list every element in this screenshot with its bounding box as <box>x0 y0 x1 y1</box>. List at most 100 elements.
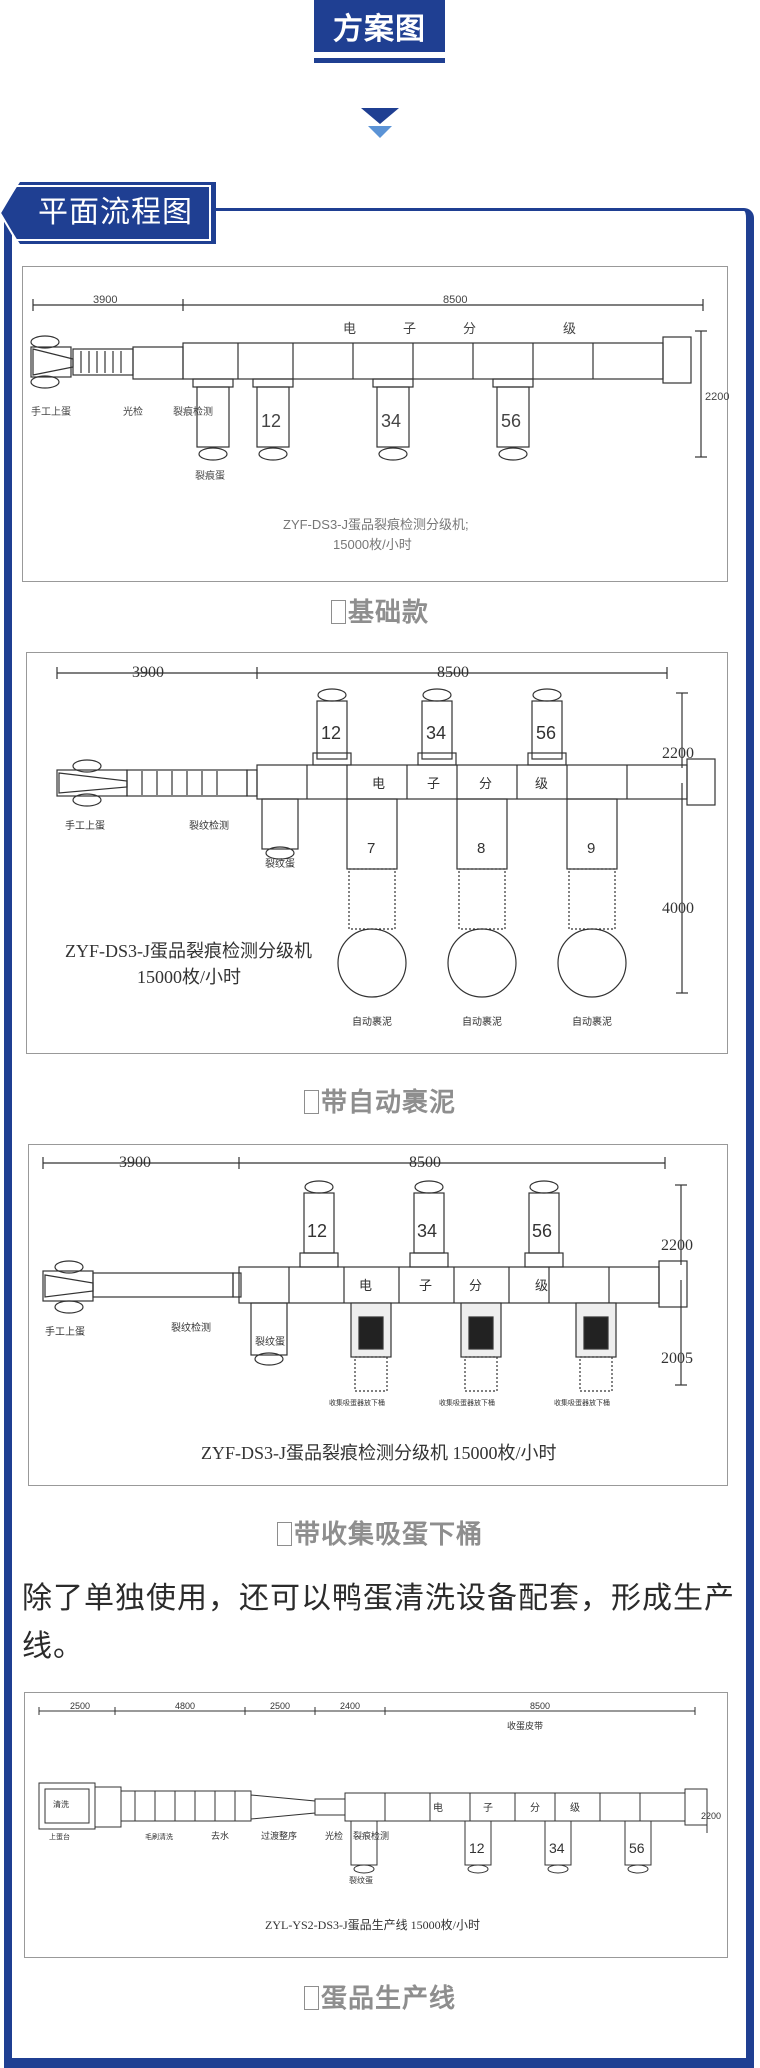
zone-char: 分 <box>469 1278 482 1293</box>
station-label: 毛刷清洗 <box>145 1832 173 1841</box>
model-text: ZYF-DS3-J蛋品裂痕检测分级机 <box>65 941 312 961</box>
dim-left: 3900 <box>132 664 164 681</box>
dim-left: 3900 <box>93 294 117 306</box>
capacity-text: 15000枚/小时 <box>333 537 412 552</box>
bin-label: 34 <box>417 1221 437 1241</box>
description-paragraph: 除了单独使用，还可以鸭蛋清洗设备配套，形成生产线。 <box>22 1582 735 1663</box>
station-label: 光检 <box>123 405 143 418</box>
tray-label: 自动裹泥 <box>352 1015 392 1028</box>
bin-label: 34 <box>381 411 401 431</box>
zone-char: 分 <box>479 776 492 791</box>
tab-shape <box>0 182 216 244</box>
dim-top: 2200 <box>661 1237 693 1254</box>
station-label: 去水 <box>211 1830 229 1841</box>
diagram-production-line: 2500 4800 2500 2400 8500 2200 收蛋皮带 电 子 分… <box>24 1692 728 1958</box>
bin-label: 56 <box>532 1221 552 1241</box>
dim-segment: 2500 <box>70 1701 90 1711</box>
zone-char: 分 <box>530 1802 540 1814</box>
station-label: 手工上蛋 <box>45 1325 85 1338</box>
section-tab-label: 平面流程图 <box>38 196 193 229</box>
dim-top: 2200 <box>662 745 694 762</box>
lower-bin-label: 9 <box>587 840 595 857</box>
station-label: 上蛋台 <box>49 1832 70 1841</box>
tray-label: 自动裹泥 <box>462 1015 502 1028</box>
station-label: 裂痕检测 <box>353 1830 389 1841</box>
section-tab: 平面流程图 <box>0 182 216 244</box>
station-label: 裂纹检测 <box>171 1321 211 1334</box>
station-label: 裂纹蛋 <box>265 857 295 870</box>
dim-bottom: 2005 <box>661 1350 693 1367</box>
zone-char: 级 <box>563 321 576 336</box>
station-label: 光检 <box>325 1830 343 1841</box>
bin-label: 34 <box>549 1840 565 1856</box>
bin-label: 12 <box>321 723 341 743</box>
dim-right: 8500 <box>437 664 469 681</box>
zone-char: 子 <box>427 776 440 791</box>
station-label: 裂痕蛋 <box>195 469 225 482</box>
dim-segment: 4800 <box>175 1701 195 1711</box>
caption-basic: 基础款 <box>0 592 760 629</box>
header: 方案图 <box>0 0 760 140</box>
bin-label: 56 <box>501 411 521 431</box>
zone-char: 级 <box>570 1802 580 1814</box>
dim-segment: 2500 <box>270 1701 290 1711</box>
caption-box-icon <box>303 1986 319 2010</box>
station-label: 过渡整序 <box>261 1830 297 1841</box>
zone-char: 子 <box>419 1278 432 1293</box>
bin-label: 56 <box>536 723 556 743</box>
station-label: 手工上蛋 <box>65 819 105 832</box>
bin-label: 12 <box>261 411 281 431</box>
diagram-basic: 3900 8500 2200 电 子 分 级 手工上蛋 光检 裂痕检测 裂痕蛋 … <box>22 266 729 582</box>
zone-char: 电 <box>433 1801 443 1814</box>
model-text: ZYL-YS2-DS3-J蛋品生产线 15000枚/小时 <box>265 1917 480 1932</box>
dim-left: 3900 <box>119 1154 151 1171</box>
lower-bin-label: 7 <box>367 840 375 857</box>
caption-box-icon <box>276 1522 292 1546</box>
bucket-label: 收集吸蛋器放下桶 <box>439 1398 495 1407</box>
model-text: ZYF-DS3-J蛋品裂痕检测分级机 15000枚/小时 <box>201 1443 557 1463</box>
zone-char: 级 <box>535 1278 548 1293</box>
station-label: 裂纹检测 <box>189 819 229 832</box>
dim-side: 2200 <box>705 391 729 403</box>
belt-label: 收蛋皮带 <box>507 1720 543 1731</box>
caption-box-icon <box>303 1090 319 1114</box>
bucket-label: 收集吸蛋器放下桶 <box>329 1398 385 1407</box>
caption-auto-mud: 带自动裹泥 <box>0 1082 760 1119</box>
bin-label: 12 <box>469 1840 485 1856</box>
zone-char: 子 <box>403 321 416 336</box>
dim-segment: 8500 <box>530 1701 550 1711</box>
caption-box-icon <box>330 600 346 624</box>
dim-right: 8500 <box>443 294 467 306</box>
caption-production-line: 蛋品生产线 <box>0 1978 760 2015</box>
zone-char: 电 <box>372 776 385 791</box>
bin-label: 56 <box>629 1840 645 1856</box>
bucket-label: 收集吸蛋器放下桶 <box>554 1398 610 1407</box>
capacity-text: 15000枚/小时 <box>137 967 241 987</box>
dim-side: 2200 <box>701 1811 721 1821</box>
bin-label: 12 <box>307 1221 327 1241</box>
station-label: 裂纹蛋 <box>349 1875 373 1885</box>
caption-bucket: 带收集吸蛋下桶 <box>0 1514 760 1551</box>
dim-right: 8500 <box>409 1154 441 1171</box>
station-label: 手工上蛋 <box>31 405 71 418</box>
station-label: 清洗 <box>53 1799 69 1809</box>
tray-label: 自动裹泥 <box>572 1015 612 1028</box>
chevron-down-icon <box>361 108 399 138</box>
diagram-auto-mud: 3900 8500 2200 4000 电 子 分 级 手工上蛋 裂纹检测 裂纹… <box>26 652 728 1054</box>
zone-char: 子 <box>483 1802 493 1814</box>
zone-char: 电 <box>343 321 356 336</box>
page-title: 方案图 <box>314 0 445 52</box>
title-underline <box>314 58 445 63</box>
diagram-bucket: 3900 8500 2200 2005 电 子 分 级 手工上蛋 裂纹检测 裂纹… <box>28 1144 728 1486</box>
dim-bottom: 4000 <box>662 900 694 917</box>
station-label: 裂纹蛋 <box>255 1335 285 1348</box>
bin-label: 34 <box>426 723 446 743</box>
dim-segment: 2400 <box>340 1701 360 1711</box>
station-label: 裂痕检测 <box>173 405 213 418</box>
zone-char: 分 <box>463 321 476 336</box>
zone-char: 级 <box>535 776 548 791</box>
model-text: ZYF-DS3-J蛋品裂痕检测分级机; <box>283 517 469 532</box>
zone-char: 电 <box>359 1278 372 1293</box>
content-frame <box>4 208 754 2068</box>
lower-bin-label: 8 <box>477 840 485 857</box>
